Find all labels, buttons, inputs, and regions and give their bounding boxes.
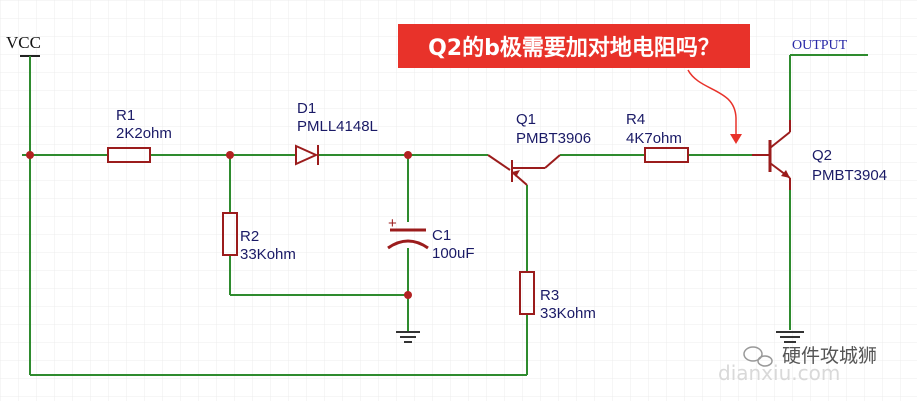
ground-icon — [776, 331, 804, 343]
d1-ref: D1 — [297, 100, 316, 117]
ground-icon — [396, 331, 420, 343]
r3-ref: R3 — [540, 287, 559, 304]
resistor-r4: R4 4K7ohm — [626, 111, 689, 163]
c1-ref: C1 — [432, 227, 451, 244]
capacitor-c1: + C1 100uF — [387, 215, 475, 262]
r1-ref: R1 — [116, 107, 135, 124]
c1-value: 100uF — [432, 245, 475, 262]
transistor-q1: Q1 PMBT3906 — [487, 111, 591, 186]
diode-d1: D1 PMLL4148L — [295, 100, 378, 166]
r4-value: 4K7ohm — [626, 130, 682, 147]
junction-dot — [226, 151, 234, 159]
vcc-label: VCC — [6, 33, 41, 52]
transistor-q2: Q2 PMBT3904 — [752, 120, 887, 190]
junction-dot — [404, 291, 412, 299]
callout-text: Q2的b极需要加对地电阻吗？ — [428, 35, 720, 61]
q1-ref: Q1 — [516, 111, 536, 128]
d1-value: PMLL4148L — [297, 118, 378, 135]
q1-value: PMBT3906 — [516, 130, 591, 147]
watermark: 硬件攻城狮 dianxiu.com — [718, 345, 877, 385]
chat-bubble-icon — [743, 346, 773, 367]
wires — [22, 54, 868, 376]
r2-value: 33Kohm — [240, 246, 296, 263]
callout-arrow — [687, 69, 737, 140]
junction-dot — [404, 151, 412, 159]
output-label: OUTPUT — [792, 38, 848, 53]
q2-value: PMBT3904 — [812, 167, 887, 184]
watermark-brand: 硬件攻城狮 — [782, 345, 877, 367]
r4-ref: R4 — [626, 111, 645, 128]
watermark-site: dianxiu.com — [718, 361, 840, 385]
callout-box — [398, 24, 750, 68]
junction-dot — [26, 151, 34, 159]
resistor-r1: R1 2K2ohm — [107, 107, 172, 163]
vcc-symbol: VCC — [6, 33, 41, 155]
resistor-r2: R2 33Kohm — [222, 212, 296, 263]
junctions — [26, 151, 412, 299]
question-callout: Q2的b极需要加对地电阻吗？ — [398, 24, 750, 144]
r1-value: 2K2ohm — [116, 125, 172, 142]
resistor-r3: R3 33Kohm — [519, 271, 596, 322]
r3-value: 33Kohm — [540, 305, 596, 322]
r2-ref: R2 — [240, 228, 259, 245]
capacitor-polarity: + — [388, 215, 397, 232]
arrow-head-icon — [730, 134, 742, 144]
q2-ref: Q2 — [812, 147, 832, 164]
